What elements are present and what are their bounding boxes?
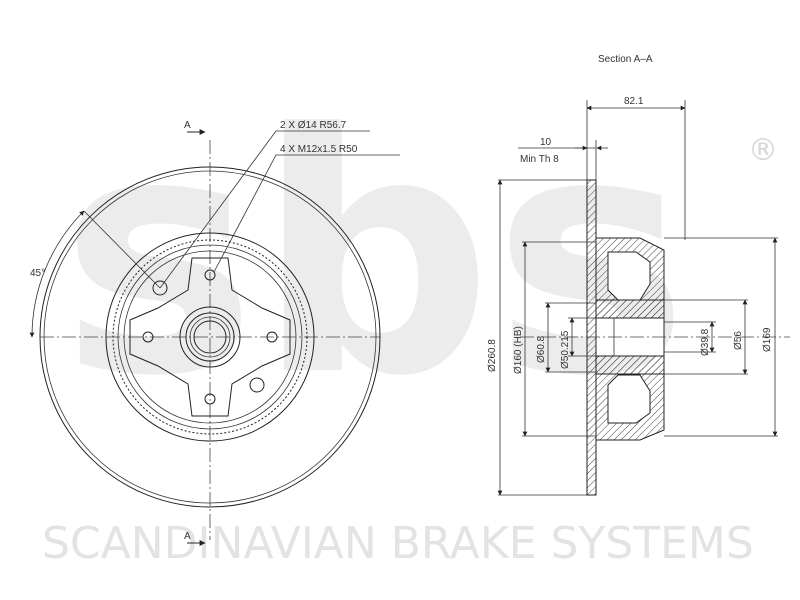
dia-hub-out: Ø169	[762, 327, 773, 352]
hub-flange	[129, 257, 291, 417]
bolts-callout-leader	[213, 154, 400, 273]
width-dim: 82.1	[624, 96, 644, 107]
section-title: Section A–A	[598, 54, 653, 65]
angle-arc	[29, 210, 85, 338]
drum-inner-ring-1	[117, 244, 303, 430]
dia-hub-mid: Ø56	[733, 331, 744, 350]
section-marker-bottom: A	[184, 531, 191, 542]
dia-bore2: Ø50.215	[560, 330, 571, 369]
watermark-company: SCANDINAVIAN BRAKE SYSTEMS	[42, 518, 754, 569]
registered-mark: ®	[748, 133, 778, 168]
disc-friction-ring	[586, 179, 597, 496]
drum-inner-ring-2	[123, 250, 297, 424]
bolt-hole-right	[266, 331, 278, 343]
watermark-logo: sbs	[60, 64, 689, 448]
hub-bore-inner	[189, 316, 231, 358]
locating-hole-upper	[152, 280, 168, 296]
locating-hole-lower	[249, 377, 265, 393]
front-view: A A 2 X Ø14 R56.7 4 X M12x1.5 R50 45°	[29, 120, 400, 546]
watermark: sbs ® SCANDINAVIAN BRAKE SYSTEMS	[42, 64, 778, 569]
min-thickness: Min Th 8	[520, 154, 559, 165]
bolts-callout: 4 X M12x1.5 R50	[280, 144, 358, 155]
dia-bore1: Ø60.8	[536, 335, 547, 363]
holes-callout-leader	[159, 130, 370, 289]
bolt-hole-bottom	[204, 393, 216, 405]
angle-label: 45°	[30, 268, 45, 279]
drum-knurled-ring	[112, 239, 308, 435]
hub-bore-ring	[185, 312, 235, 362]
drum-cavity-upper	[607, 251, 651, 301]
dia-outer: Ø260.8	[487, 339, 498, 372]
dia-bolt-circle: Ø160 (HB)	[513, 326, 524, 374]
hub-bore-center	[193, 320, 227, 354]
drum-outer-ring	[105, 232, 315, 442]
bolt-hole-left	[142, 331, 154, 343]
dia-hub-in: Ø39.8	[700, 328, 711, 356]
hub-bore-outer	[179, 306, 241, 368]
section-view: Section A–A 82.1 10 Min Th 8 Ø260.8	[487, 54, 790, 496]
section-marker-top: A	[184, 120, 191, 131]
angle-ray	[83, 210, 161, 289]
holes-callout: 2 X Ø14 R56.7	[280, 120, 347, 131]
thickness-dim: 10	[540, 137, 552, 148]
drum-cavity-lower	[607, 374, 651, 424]
bolt-hole-top	[204, 269, 216, 281]
